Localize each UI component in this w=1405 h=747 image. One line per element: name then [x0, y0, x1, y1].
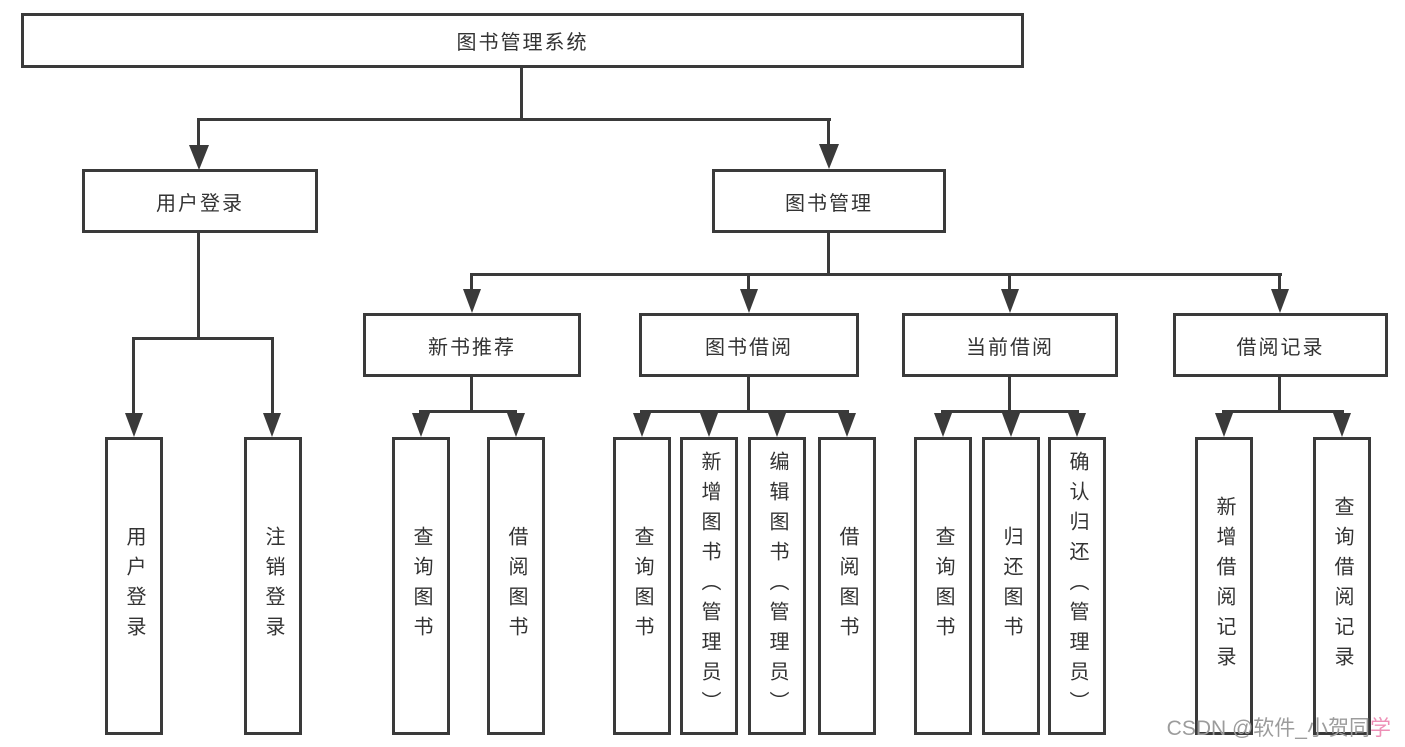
node-current-borrow: 当前借阅 — [902, 313, 1118, 377]
node-label: 新书推荐 — [428, 336, 516, 359]
leaf-label: 查询借阅记录 — [1331, 496, 1353, 676]
leaf-label: 借阅图书 — [505, 526, 527, 646]
leaf-label: 确认归还（管理员） — [1066, 451, 1088, 721]
watermark-text: CSDN @软件_小贺同 — [1166, 717, 1370, 740]
node-label: 用户登录 — [156, 192, 244, 215]
node-label: 图书借阅 — [705, 336, 793, 359]
arrow-to-book-management — [819, 144, 839, 169]
connector-drop-book-management — [827, 118, 830, 148]
arrow-to-book-borrow — [740, 289, 758, 313]
node-book-management: 图书管理 — [712, 169, 946, 233]
leaf-user-login: 用户登录 — [105, 437, 163, 735]
arrow-to-query-borrow-record — [1333, 413, 1351, 437]
leaf-confirm-return-admin: 确认归还（管理员） — [1048, 437, 1106, 735]
connector-book-borrow-bar — [640, 410, 849, 413]
leaf-add-books-admin: 新增图书（管理员） — [680, 437, 738, 735]
arrow-to-borrow-books-1 — [507, 413, 525, 437]
arrow-to-edit-books — [768, 413, 786, 437]
leaf-query-books-3: 查询图书 — [914, 437, 972, 735]
leaf-label: 新增借阅记录 — [1213, 496, 1235, 676]
connector-current-borrow-stem — [1008, 377, 1011, 413]
connector-current-borrow-bar — [941, 410, 1079, 413]
csdn-watermark: CSDN @软件_小贺同学 — [1167, 712, 1391, 742]
arrow-to-borrow-books-2 — [838, 413, 856, 437]
arrow-to-add-borrow-record — [1215, 413, 1233, 437]
leaf-label: 用户登录 — [123, 526, 145, 646]
connector-user-login-stem — [197, 233, 200, 340]
leaf-add-borrow-record: 新增借阅记录 — [1195, 437, 1253, 735]
arrow-to-new-books — [463, 289, 481, 313]
leaf-label: 注销登录 — [262, 526, 284, 646]
connector-drop-book-borrow — [747, 273, 750, 292]
connector-drop-new-books — [470, 273, 473, 292]
arrow-to-user-login — [189, 145, 209, 170]
arrow-to-add-books — [700, 413, 718, 437]
connector-drop-borrow-records — [1278, 273, 1281, 292]
arrow-to-leaf-user-login — [125, 413, 143, 437]
leaf-borrow-books-2: 借阅图书 — [818, 437, 876, 735]
node-new-book-recommend: 新书推荐 — [363, 313, 581, 377]
leaf-query-books-2: 查询图书 — [613, 437, 671, 735]
node-user-login: 用户登录 — [82, 169, 318, 233]
leaf-label: 编辑图书（管理员） — [766, 451, 788, 721]
connector-level2-bar — [197, 118, 831, 121]
connector-book-management-stem — [827, 233, 830, 276]
connector-drop-user-login — [197, 118, 200, 148]
arrow-to-leaf-logout — [263, 413, 281, 437]
connector-new-books-stem — [470, 377, 473, 413]
leaf-label: 新增图书（管理员） — [698, 451, 720, 721]
node-label: 当前借阅 — [966, 336, 1054, 359]
leaf-logout-login: 注销登录 — [244, 437, 302, 735]
node-label: 图书管理系统 — [456, 32, 589, 54]
arrow-to-query-books-2 — [633, 413, 651, 437]
arrow-to-borrow-records — [1271, 289, 1289, 313]
connector-new-books-bar — [419, 410, 517, 413]
connector-borrow-records-stem — [1278, 377, 1281, 413]
arrow-to-current-borrow — [1001, 289, 1019, 313]
node-book-borrow: 图书借阅 — [639, 313, 859, 377]
leaf-return-books: 归还图书 — [982, 437, 1040, 735]
leaf-label: 查询图书 — [631, 526, 653, 646]
leaf-borrow-books-1: 借阅图书 — [487, 437, 545, 735]
leaf-label: 查询图书 — [932, 526, 954, 646]
leaf-edit-books-admin: 编辑图书（管理员） — [748, 437, 806, 735]
connector-drop-leaf-logout — [271, 337, 274, 415]
arrow-to-confirm-return — [1068, 413, 1086, 437]
connector-borrow-records-bar — [1222, 410, 1344, 413]
connector-level3-bar — [470, 273, 1282, 276]
arrow-to-query-books-3 — [934, 413, 952, 437]
connector-root-stem — [520, 68, 523, 118]
node-label: 图书管理 — [785, 192, 873, 215]
connector-user-login-bar — [132, 337, 274, 340]
leaf-label: 归还图书 — [1000, 526, 1022, 646]
leaf-query-borrow-record: 查询借阅记录 — [1313, 437, 1371, 735]
arrow-to-return-books — [1002, 413, 1020, 437]
node-label: 借阅记录 — [1236, 336, 1325, 359]
watermark-accent-text: 学 — [1370, 717, 1391, 740]
connector-drop-leaf-user-login — [132, 337, 135, 415]
node-borrow-records: 借阅记录 — [1173, 313, 1388, 377]
connector-drop-current-borrow — [1008, 273, 1011, 292]
node-library-system: 图书管理系统 — [21, 13, 1024, 68]
leaf-label: 借阅图书 — [836, 526, 858, 646]
connector-book-borrow-stem — [747, 377, 750, 413]
leaf-query-books-1: 查询图书 — [392, 437, 450, 735]
arrow-to-query-books-1 — [412, 413, 430, 437]
leaf-label: 查询图书 — [410, 526, 432, 646]
